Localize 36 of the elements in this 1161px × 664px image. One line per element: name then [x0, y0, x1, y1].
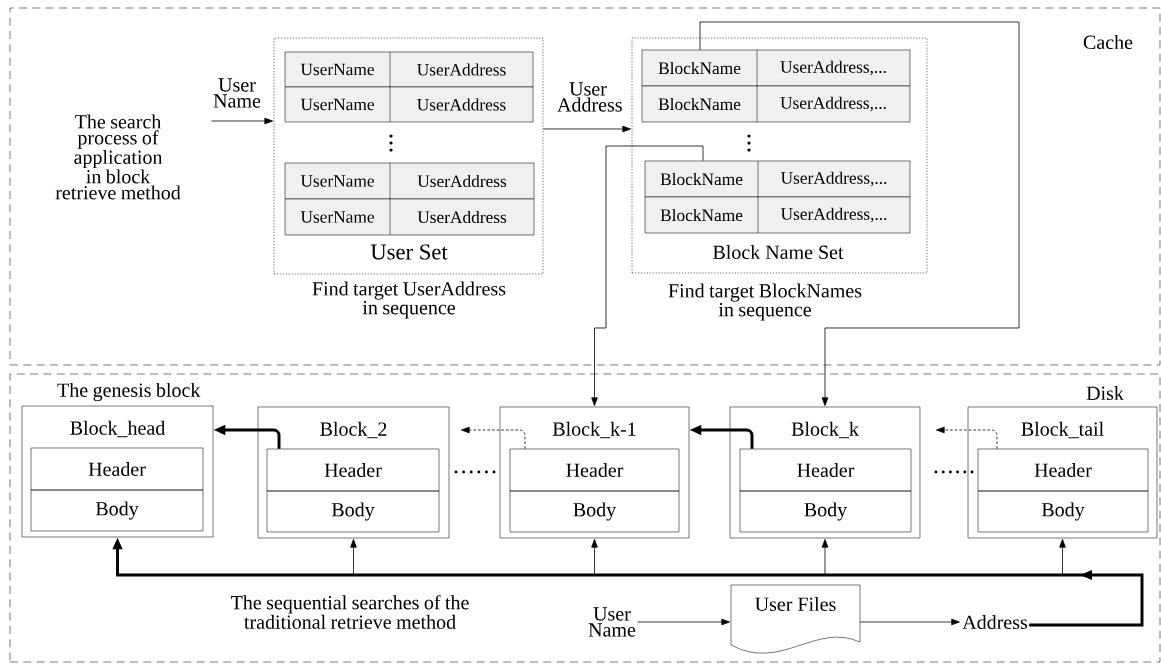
table-row: UserName UserAddress [284, 86, 534, 123]
table-row: UserName UserAddress [284, 198, 535, 236]
block-field: Body [266, 490, 440, 533]
block-field: Header [739, 448, 912, 492]
arrow [1028, 539, 1143, 626]
arrow [699, 21, 1020, 406]
caption-text: Find target UserAddress in sequence [312, 281, 506, 319]
table-row: BlockName UserAddress,... [644, 196, 911, 234]
block-field: Body [30, 489, 204, 532]
table-row: BlockName UserAddress,... [641, 85, 911, 123]
caption-text: The genesis block [57, 382, 201, 402]
table-row: UserName UserAddress [284, 162, 535, 200]
description-text: The sequential searches of the traditional retrieve method [230, 595, 469, 629]
arrow [637, 618, 730, 626]
arrow [542, 125, 631, 133]
arrow [859, 618, 960, 626]
caption-text: Find target BlockNames in sequence [668, 283, 862, 321]
table-row: BlockName UserAddress,... [641, 49, 911, 87]
block-field: Body [977, 490, 1149, 533]
table-row: BlockName UserAddress,... [644, 160, 911, 198]
arrow [591, 145, 704, 406]
arrow [936, 426, 998, 450]
text-label: Address [962, 614, 1028, 629]
block-field: Body [509, 490, 680, 533]
block-field: Header [266, 448, 440, 492]
block-field: Body [739, 490, 912, 533]
edge-label: User Address [557, 82, 622, 112]
description-text: The search process of application in block retrieve method [55, 114, 181, 200]
table-row: UserName UserAddress [284, 51, 534, 88]
block-field: Header [509, 448, 680, 492]
block-field: Header [977, 448, 1149, 492]
text-label: User Name [588, 607, 636, 637]
arrow [461, 426, 526, 450]
text-label: User Name [213, 78, 261, 108]
block-field: Header [30, 447, 204, 491]
arrow [211, 117, 273, 125]
